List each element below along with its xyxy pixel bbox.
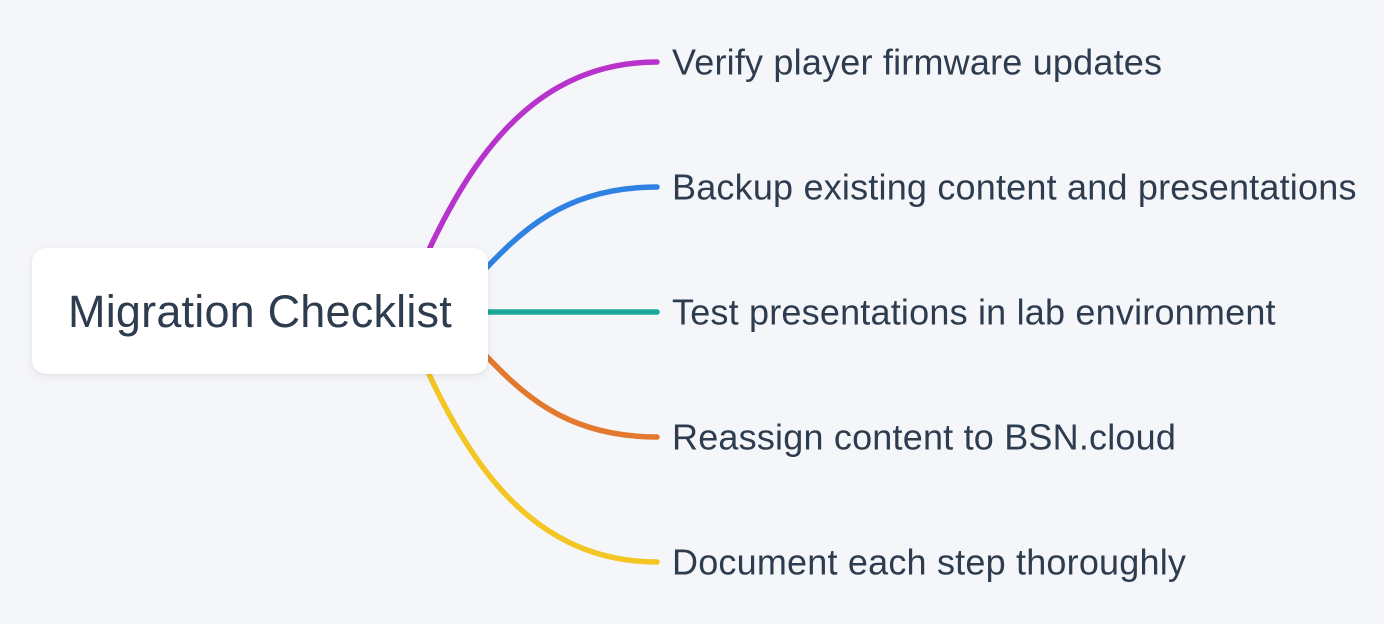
branch-node-backup-content[interactable]: Backup existing content and presentation… [672,166,1357,208]
branch-node-test-presentations[interactable]: Test presentations in lab environment [672,291,1276,333]
branch-node-reassign-content[interactable]: Reassign content to BSN.cloud [672,416,1177,458]
root-node[interactable]: Migration Checklist [32,248,488,374]
branch-node-document-steps[interactable]: Document each step thoroughly [672,541,1187,583]
branch-node-verify-firmware[interactable]: Verify player firmware updates [672,41,1163,83]
root-node-label: Migration Checklist [68,285,452,337]
